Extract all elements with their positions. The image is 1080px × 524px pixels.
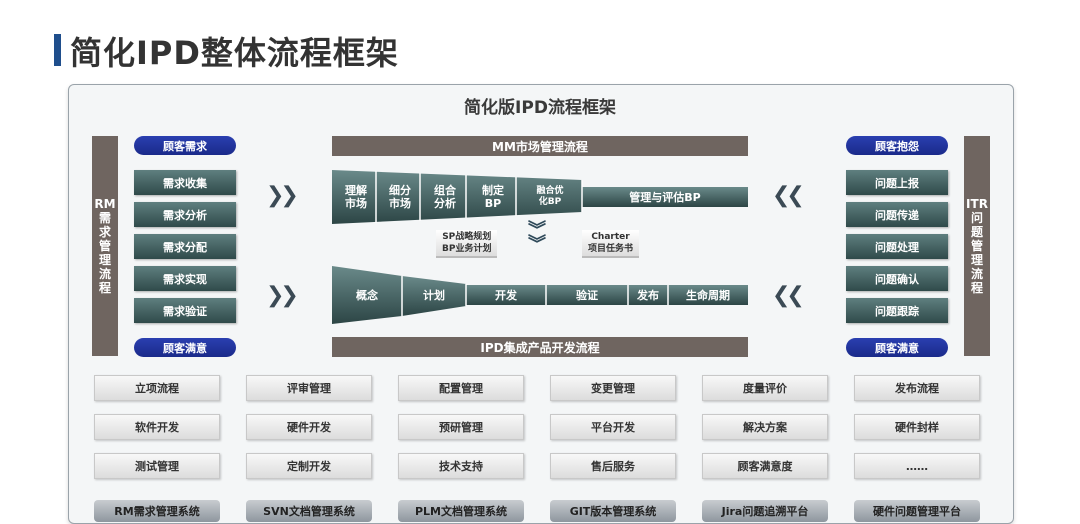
framework-title: 简化版IPD流程框架 [464, 98, 616, 118]
support-process-cell: 预研管理 [398, 414, 524, 440]
ipd-stage: 验证 [576, 288, 598, 302]
system-tool-cell: 硬件问题管理平台 [854, 500, 980, 522]
rm-bar-char: 需 [98, 211, 111, 225]
title-accent-bar [54, 34, 61, 66]
itr-bar-char: 程 [970, 281, 983, 295]
itr-bar-char: 流 [970, 267, 983, 281]
ipd-stage: 开发 [495, 288, 517, 302]
customer-satisfied-pill: 顾客满意 [846, 338, 948, 357]
ipd-concept-stage-shape [332, 266, 402, 324]
mm-final-stage-bar [582, 187, 748, 207]
itr-step: 问题跟踪 [846, 298, 948, 323]
support-process-cell: 硬件封样 [854, 414, 980, 440]
support-process-cell: 平台开发 [550, 414, 676, 440]
double-chevron-left-icon: ❮❮ [772, 283, 805, 308]
support-process-cell: 发布流程 [854, 375, 980, 401]
rm-step: 需求分析 [134, 202, 236, 227]
support-process-cell: 测试管理 [94, 453, 220, 479]
ipd-process-title: IPD集成产品开发流程 [332, 337, 748, 357]
double-chevron-left-icon: ❮❮ [772, 183, 805, 208]
ipd-stage-bar [466, 285, 748, 305]
support-process-cell: 定制开发 [246, 453, 372, 479]
support-process-cell: 解决方案 [702, 414, 828, 440]
support-process-cell: 评审管理 [246, 375, 372, 401]
itr-step: 问题传递 [846, 202, 948, 227]
mm-stage: 理解 市场 [345, 184, 367, 210]
customer-satisfied-pill: 顾客满意 [134, 338, 236, 357]
customer-complaint-pill: 顾客抱怨 [846, 136, 948, 155]
support-process-cell: 度量评价 [702, 375, 828, 401]
system-tool-cell: PLM文档管理系统 [398, 500, 524, 522]
rm-bar-char: 理 [98, 253, 111, 267]
support-process-cell: 售后服务 [550, 453, 676, 479]
mm-funnel-shape [332, 170, 748, 224]
mm-stage: 组合 分析 [434, 184, 456, 210]
rm-bar-char: 流 [98, 267, 111, 281]
rm-bar-char: 求 [98, 225, 111, 239]
itr-bar-char: ITR [966, 197, 988, 211]
system-tool-cell: Jira问题追溯平台 [702, 500, 828, 522]
sp-bp-label: SP战略规划 BP业务计划 [436, 230, 498, 258]
mm-stage: 细分 市场 [389, 184, 411, 210]
itr-step: 问题处理 [846, 234, 948, 259]
double-chevron-down-icon: ︾︾ [528, 220, 546, 255]
itr-bar-char: 管 [970, 239, 983, 253]
ipd-stage: 计划 [423, 288, 445, 302]
rm-bar-char: 管 [98, 239, 111, 253]
charter-label: Charter 项目任务书 [582, 230, 640, 258]
itr-step: 问题确认 [846, 266, 948, 291]
rm-step: 需求收集 [134, 170, 236, 195]
support-process-cell: 硬件开发 [246, 414, 372, 440]
rm-step: 需求验证 [134, 298, 236, 323]
ipd-funnel-shape [332, 266, 748, 324]
mm-funnel-body [332, 170, 582, 224]
itr-process-bar: ITR 问 题 管 理 流 程 [964, 136, 990, 356]
mm-stage: 融合优 化BP [536, 186, 564, 207]
support-process-cell: 软件开发 [94, 414, 220, 440]
itr-bar-char: 题 [970, 225, 983, 239]
customer-demand-pill: 顾客需求 [134, 136, 236, 155]
double-chevron-right-icon: ❯❯ [266, 183, 299, 208]
support-process-cell: 技术支持 [398, 453, 524, 479]
rm-bar-char: 程 [98, 281, 111, 295]
system-tool-cell: GIT版本管理系统 [550, 500, 676, 522]
itr-step: 问题上报 [846, 170, 948, 195]
ipd-stage: 发布 [637, 288, 659, 302]
support-process-cell: 配置管理 [398, 375, 524, 401]
system-tool-cell: RM需求管理系统 [94, 500, 220, 522]
rm-bar-char: RM [94, 197, 116, 211]
itr-bar-char: 理 [970, 253, 983, 267]
ipd-stage: 生命周期 [686, 288, 730, 302]
support-process-cell: 立项流程 [94, 375, 220, 401]
ipd-stage: 概念 [356, 288, 378, 302]
ipd-plan-stage-shape [402, 276, 466, 316]
support-process-cell: 顾客满意度 [702, 453, 828, 479]
support-process-cell: 变更管理 [550, 375, 676, 401]
mm-stage: 制定 BP [482, 184, 504, 210]
mm-stage: 管理与评估BP [629, 190, 701, 204]
system-tool-cell: SVN文档管理系统 [246, 500, 372, 522]
rm-process-bar: RM 需 求 管 理 流 程 [92, 136, 118, 356]
page-title: 简化IPD整体流程框架 [70, 34, 399, 72]
double-chevron-right-icon: ❯❯ [266, 283, 299, 308]
support-process-cell: …… [854, 453, 980, 479]
mm-process-title: MM市场管理流程 [332, 136, 748, 156]
itr-bar-char: 问 [970, 211, 983, 225]
rm-step: 需求实现 [134, 266, 236, 291]
rm-step: 需求分配 [134, 234, 236, 259]
